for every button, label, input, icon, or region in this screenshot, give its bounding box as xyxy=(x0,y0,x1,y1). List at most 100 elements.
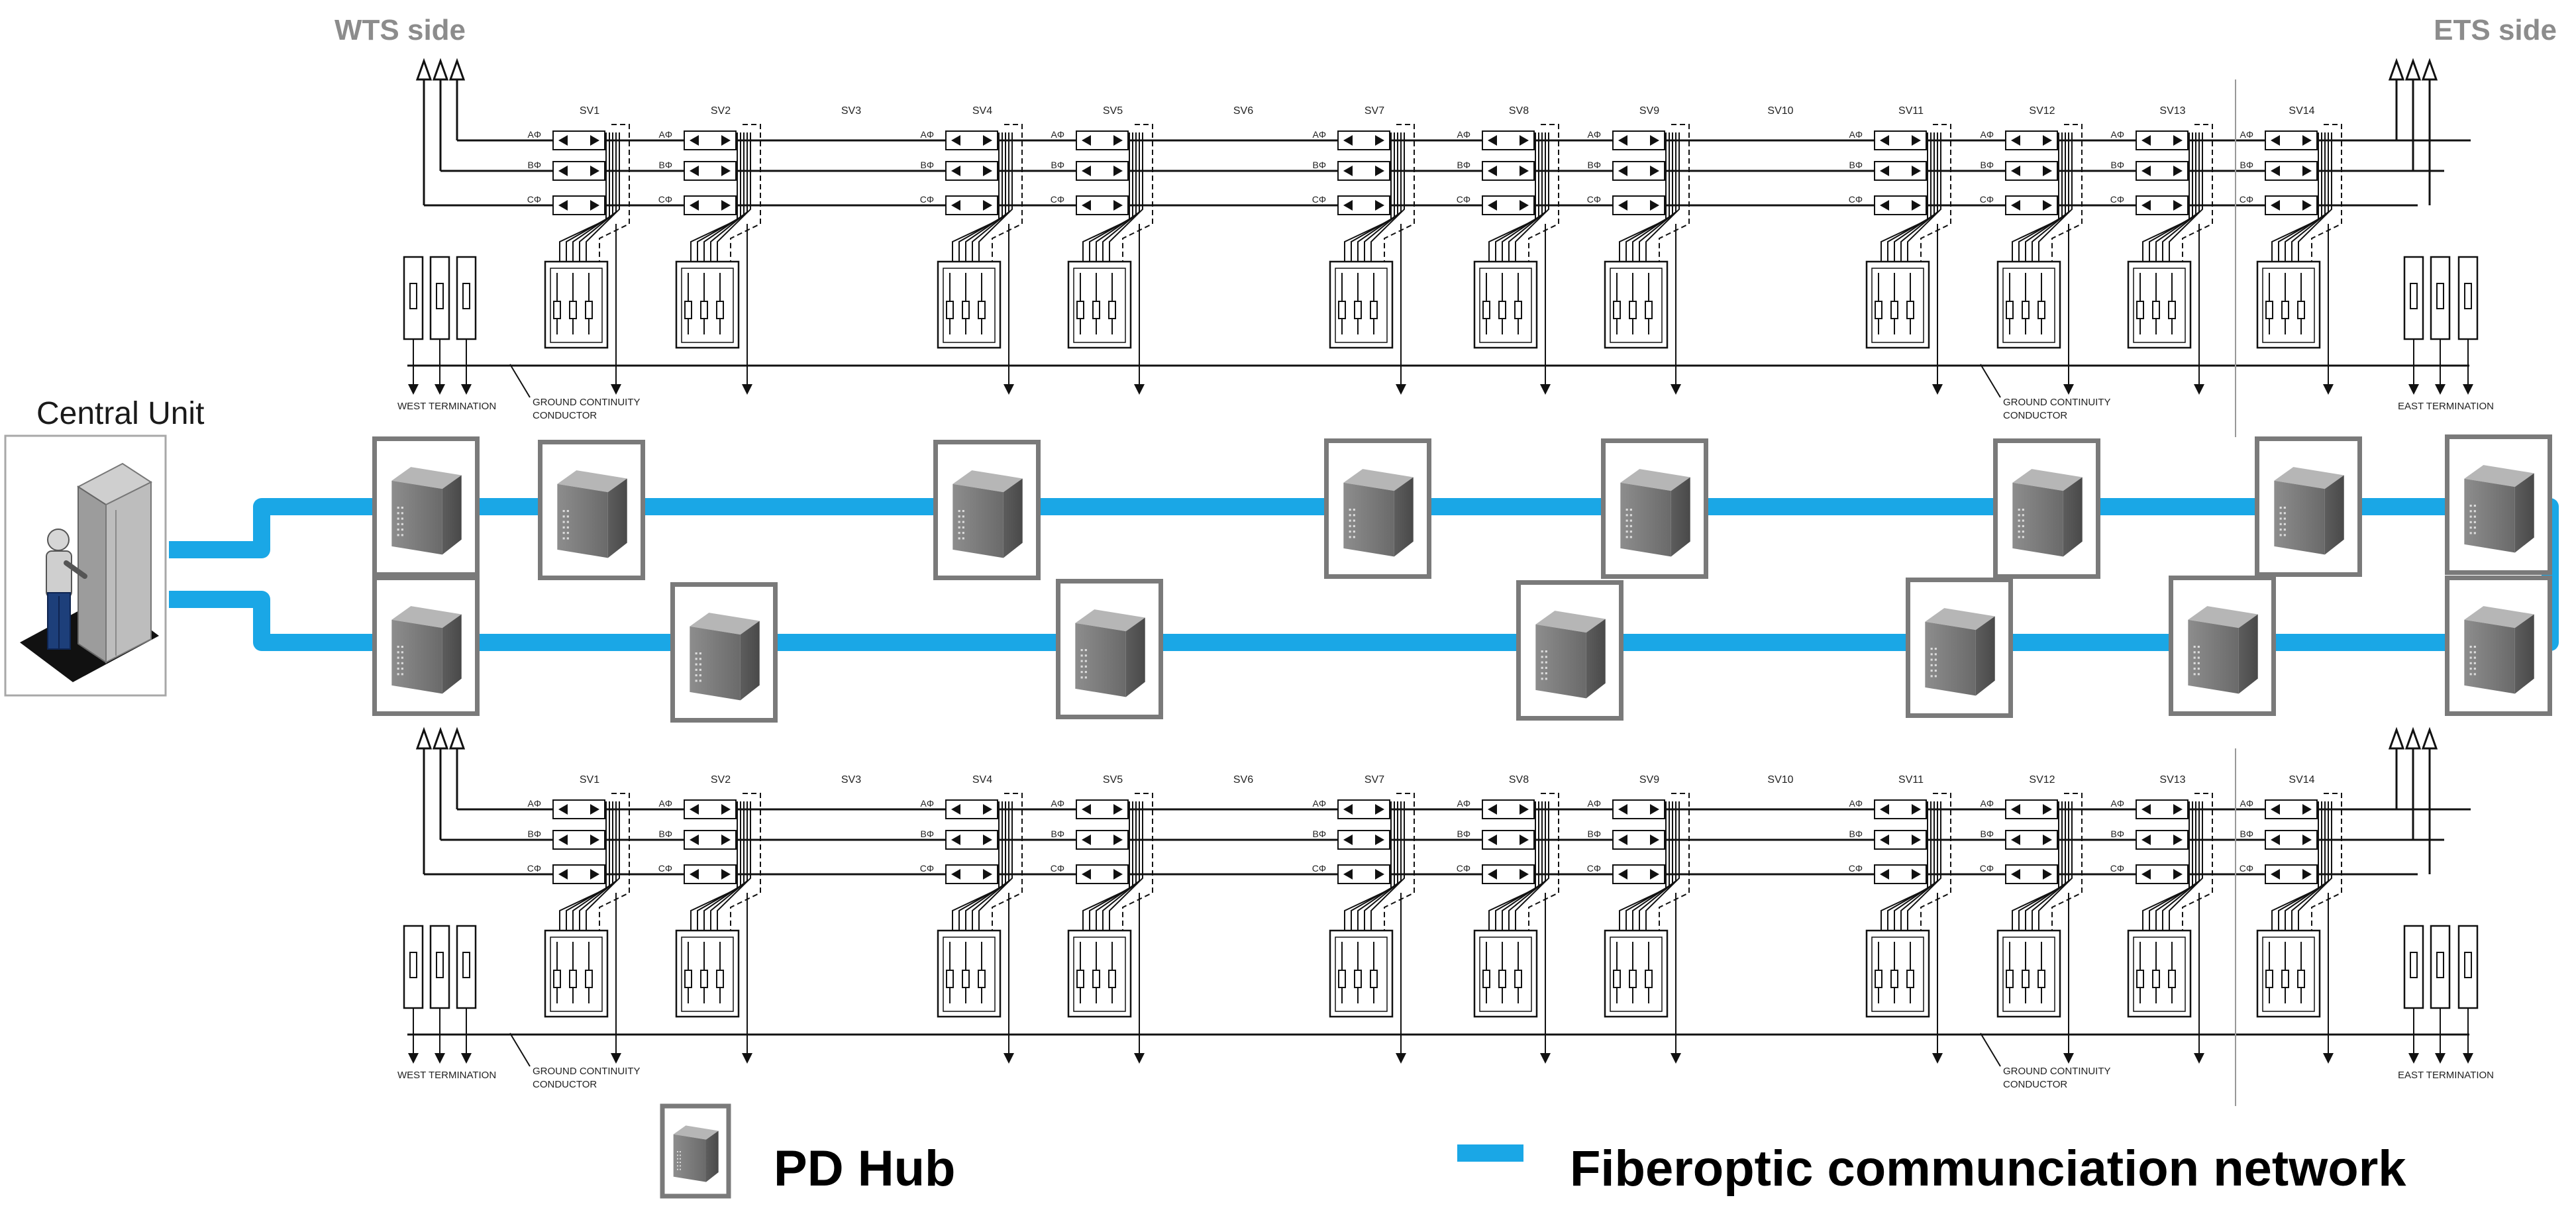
legend-fiber-label: Fiberoptic communciation network xyxy=(1570,1140,2406,1197)
server-tower-icon xyxy=(391,467,462,555)
section-label: SV4 xyxy=(972,105,992,117)
section-label: SV8 xyxy=(1509,105,1529,117)
section-label: SV12 xyxy=(2029,105,2055,117)
phase-label: BΦ xyxy=(658,160,672,170)
pd-hub xyxy=(670,582,778,723)
pd-hub xyxy=(1324,438,1431,579)
phase-label: AΦ xyxy=(2110,129,2124,140)
ground-conductor-label: GROUND CONTINUITY xyxy=(2003,1066,2111,1077)
phase-label: AΦ xyxy=(1587,129,1601,140)
phase-label: BΦ xyxy=(1980,160,1994,170)
central-unit xyxy=(4,434,167,697)
phase-label: CΦ xyxy=(2240,194,2253,205)
legend-hub-label: PD Hub xyxy=(774,1140,955,1197)
phase-label: CΦ xyxy=(920,863,934,874)
ground-conductor-label: CONDUCTOR xyxy=(2003,1079,2067,1090)
phase-label: CΦ xyxy=(1587,863,1601,874)
phase-label: BΦ xyxy=(1051,160,1064,170)
server-tower-icon xyxy=(1925,608,1995,696)
phase-label: BΦ xyxy=(1312,160,1326,170)
pd-hub xyxy=(2169,576,2276,716)
section-label: SV1 xyxy=(580,105,599,117)
server-tower-icon xyxy=(2464,465,2534,553)
ground-conductor-label: CONDUCTOR xyxy=(533,410,597,421)
phase-label: CΦ xyxy=(527,194,541,205)
section-label: SV3 xyxy=(841,105,861,117)
section-label: SV6 xyxy=(1233,774,1253,785)
ets-side-label: ETS side xyxy=(2434,14,2557,46)
phase-label: BΦ xyxy=(920,829,934,839)
ground-conductor-label: GROUND CONTINUITY xyxy=(533,397,641,408)
section-label: SV10 xyxy=(1767,105,1793,117)
pd-hub xyxy=(1056,579,1163,719)
phase-label: BΦ xyxy=(658,829,672,839)
phase-label: CΦ xyxy=(2240,863,2253,874)
legend-hub-item: PD Hub xyxy=(660,1103,955,1199)
pd-hub xyxy=(2255,436,2362,577)
section-label: SV7 xyxy=(1365,105,1384,117)
server-tower-icon xyxy=(953,470,1023,558)
server-tower-icon xyxy=(2274,467,2344,555)
phase-label: BΦ xyxy=(1849,829,1863,839)
pd-hub xyxy=(538,440,645,580)
section-label: SV11 xyxy=(1898,774,1924,785)
phase-label: BΦ xyxy=(920,160,934,170)
phase-label: AΦ xyxy=(1849,129,1863,140)
ground-conductor-label: GROUND CONTINUITY xyxy=(2003,397,2111,408)
legend-fiber-swatch xyxy=(1457,1144,1523,1162)
phase-label: BΦ xyxy=(1457,160,1470,170)
phase-label: AΦ xyxy=(1457,129,1470,140)
section-label: SV9 xyxy=(1639,105,1659,117)
phase-label: CΦ xyxy=(1587,194,1601,205)
ground-conductor-label: CONDUCTOR xyxy=(533,1079,597,1090)
phase-label: BΦ xyxy=(1457,829,1470,839)
phase-label: AΦ xyxy=(1457,798,1470,809)
phase-label: CΦ xyxy=(1980,863,1994,874)
pd-hub xyxy=(933,440,1041,580)
phase-label: AΦ xyxy=(658,129,672,140)
section-label: SV2 xyxy=(711,105,731,117)
pd-hubs xyxy=(372,434,2552,723)
section-label: SV7 xyxy=(1365,774,1384,785)
phase-label: BΦ xyxy=(1051,829,1064,839)
phase-label: AΦ xyxy=(920,798,934,809)
section-label: SV8 xyxy=(1509,774,1529,785)
phase-label: CΦ xyxy=(658,863,672,874)
phase-label: BΦ xyxy=(527,829,541,839)
section-label: SV13 xyxy=(2159,105,2185,117)
phase-label: CΦ xyxy=(2110,194,2124,205)
wts-side-label: WTS side xyxy=(335,14,466,46)
phase-label: BΦ xyxy=(2110,160,2124,170)
phase-label: CΦ xyxy=(658,194,672,205)
server-tower-icon xyxy=(1620,469,1690,557)
phase-label: AΦ xyxy=(1051,798,1064,809)
phase-label: BΦ xyxy=(527,160,541,170)
phase-label: CΦ xyxy=(1457,863,1470,874)
phase-label: BΦ xyxy=(2110,829,2124,839)
phase-label: BΦ xyxy=(1312,829,1326,839)
section-label: SV1 xyxy=(580,774,599,785)
central-unit-label: Central Unit xyxy=(36,396,204,431)
phase-label: AΦ xyxy=(1312,129,1326,140)
phase-label: AΦ xyxy=(527,798,541,809)
phase-label: BΦ xyxy=(1587,829,1601,839)
phase-label: AΦ xyxy=(527,129,541,140)
pd-hub xyxy=(372,576,480,716)
west-termination-label: WEST TERMINATION xyxy=(397,1070,496,1081)
phase-label: AΦ xyxy=(1587,798,1601,809)
server-tower-icon xyxy=(557,470,627,558)
phase-label: AΦ xyxy=(1051,129,1064,140)
pd-hub xyxy=(2445,576,2552,716)
phase-label: AΦ xyxy=(2240,129,2253,140)
server-tower-icon xyxy=(2464,606,2534,694)
phase-label: CΦ xyxy=(2110,863,2124,874)
section-label: SV11 xyxy=(1898,105,1924,117)
phase-label: AΦ xyxy=(658,798,672,809)
west-termination-label: WEST TERMINATION xyxy=(397,401,496,412)
pd-hub xyxy=(1601,438,1708,579)
phase-label: BΦ xyxy=(2240,160,2253,170)
phase-label: AΦ xyxy=(1980,129,1994,140)
phase-label: AΦ xyxy=(1849,798,1863,809)
